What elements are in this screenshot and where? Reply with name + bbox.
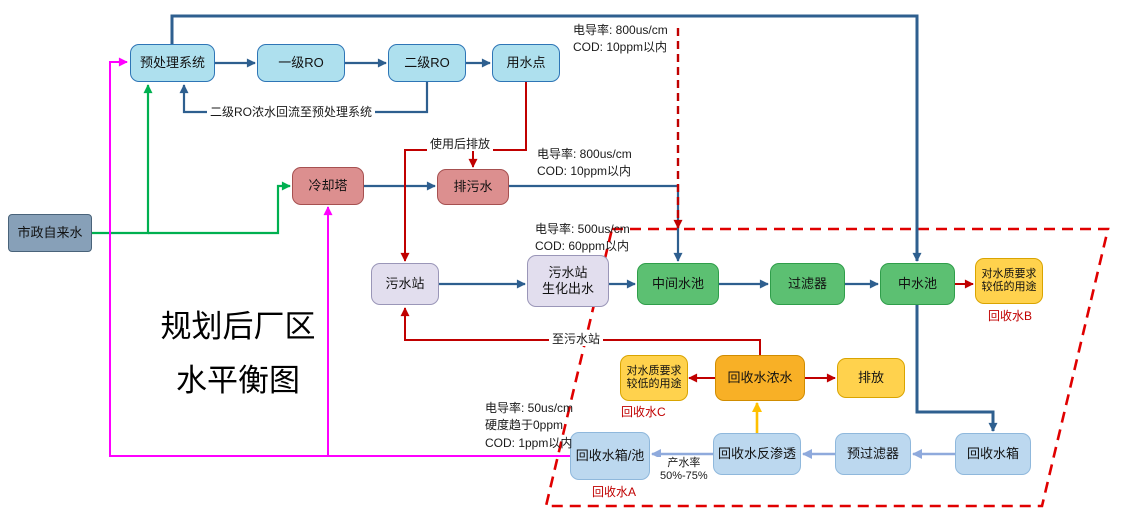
node-discharge: 排放 bbox=[837, 358, 905, 398]
label-bio-quality: 电导率: 500us/cm COD: 60ppm以内 bbox=[535, 222, 630, 254]
arrow-municipal-to-cooling bbox=[148, 181, 291, 235]
recycle-zone-dashed-border bbox=[544, 227, 1110, 508]
node-sewage-station: 污水站 bbox=[371, 263, 439, 305]
arrow-recycle-to-pretreatment bbox=[109, 57, 570, 457]
node-pretreatment: 预处理系统 bbox=[130, 44, 215, 82]
label-recycle-a: 回收水A bbox=[592, 485, 637, 499]
arrow-reclaimed-to-recycle-tank bbox=[915, 305, 998, 432]
label-blowdown-quality: 电导率: 800us/cm COD: 10ppm以内 bbox=[537, 147, 632, 179]
node-recycle-concentrate: 回收水浓水 bbox=[715, 355, 805, 401]
node-intermediate-pool: 中间水池 bbox=[637, 263, 719, 305]
label-top-quality: 电导率: 800us/cm COD: 10ppm以内 bbox=[573, 23, 668, 55]
node-cooling-tower: 冷却塔 bbox=[292, 167, 364, 205]
node-recycle-tank-pool: 回收水箱/池 bbox=[570, 432, 650, 480]
label-recycle-b: 回收水B bbox=[988, 309, 1033, 323]
label-recycle-c: 回收水C bbox=[621, 405, 666, 419]
label-recycle-a-quality: 电导率: 50us/cm 硬度趋于0ppm COD: 1ppm以内 bbox=[485, 401, 574, 450]
node-filter: 过滤器 bbox=[770, 263, 845, 305]
node-ro2: 二级RO bbox=[388, 44, 466, 82]
node-blowdown-water: 排污水 bbox=[437, 169, 509, 205]
label-discharge-after-use: 使用后排放 bbox=[427, 137, 494, 152]
node-reclaimed-pool: 中水池 bbox=[880, 263, 955, 305]
diagram-title: 规划后厂区 水平衡图 bbox=[160, 309, 316, 399]
node-low-quality-use-c: 对水质要求 较低的用途 bbox=[620, 355, 688, 401]
node-water-use-point: 用水点 bbox=[492, 44, 560, 82]
node-sewage-bio-effluent: 污水站 生化出水 bbox=[527, 255, 609, 307]
label-to-sewage-station: 至污水站 bbox=[549, 332, 604, 347]
node-municipal-water: 市政自来水 bbox=[8, 214, 92, 252]
node-low-quality-use-b: 对水质要求 较低的用途 bbox=[975, 258, 1043, 304]
label-ro2-return: 二级RO浓水回流至预处理系统 bbox=[207, 105, 376, 120]
arrow-top-to-reclaimed-pool bbox=[170, 14, 922, 262]
node-recycle-ro: 回收水反渗透 bbox=[713, 433, 801, 475]
label-yield-rate: 产水率 50%-75% bbox=[657, 457, 711, 484]
node-ro1: 一级RO bbox=[257, 44, 345, 82]
arrow-municipal-to-pretreatment bbox=[92, 84, 153, 235]
node-prefilter: 预过滤器 bbox=[835, 433, 911, 475]
node-recycle-tank: 回收水箱 bbox=[955, 433, 1031, 475]
